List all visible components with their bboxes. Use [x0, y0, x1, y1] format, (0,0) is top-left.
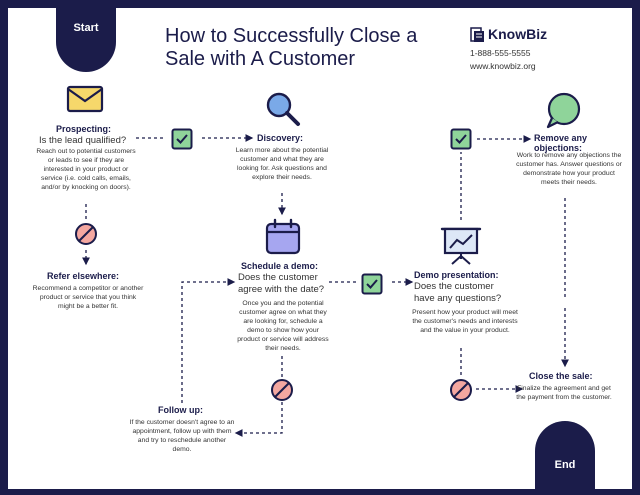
followup-description: If the customer doesn't agree to an appo…	[129, 419, 235, 453]
infographic-page: Start End How to Successfully Close a Sa…	[8, 8, 632, 489]
schedule-description: Once you and the potential customer agre…	[237, 300, 329, 352]
demo-heading: Demo presentation:	[414, 270, 499, 280]
discovery-heading: Discovery:	[257, 133, 304, 143]
document-logo-icon	[470, 27, 484, 42]
end-label: End	[554, 459, 576, 471]
contact-info: 1-888-555-5555 www.knowbiz.org	[470, 47, 536, 73]
speech-bubble-icon	[546, 92, 581, 129]
phone-number: 1-888-555-5555	[470, 48, 531, 58]
presentation-board-icon	[440, 227, 482, 265]
no-icon	[271, 379, 293, 401]
website: www.knowbiz.org	[470, 61, 536, 71]
schedule-question: Does the customer agree with the date?	[238, 272, 325, 295]
demo-description: Present how your product will meet the c…	[412, 309, 518, 334]
envelope-icon	[66, 85, 104, 113]
schedule-heading: Schedule a demo:	[241, 261, 319, 271]
refer-heading: Refer elsewhere:	[47, 271, 120, 281]
no-icon	[75, 223, 97, 245]
followup-heading: Follow up:	[158, 405, 203, 415]
discovery-description: Learn more about the potential customer …	[235, 147, 329, 181]
brand-name: KnowBiz	[488, 26, 548, 42]
calendar-icon	[265, 218, 301, 255]
start-terminal: Start	[56, 8, 116, 72]
demo-question: Does the customer have any questions?	[414, 281, 502, 304]
close-heading: Close the sale:	[529, 371, 593, 381]
check-icon	[171, 128, 193, 150]
objections-description: Work to remove any objections the custom…	[516, 152, 622, 186]
check-icon	[361, 273, 383, 295]
prospecting-description: Reach out to potential customers or lead…	[36, 148, 136, 191]
connector-followup-schedule	[181, 278, 236, 403]
objections-heading: Remove any objections:	[534, 133, 588, 153]
check-icon	[450, 128, 472, 150]
magnifier-icon	[266, 92, 300, 126]
flow-connectors	[82, 134, 569, 437]
close-description: Finalize the agreement and get the payme…	[516, 385, 612, 401]
page-title: How to Successfully Close a Sale with A …	[165, 25, 418, 70]
end-terminal: End	[535, 421, 595, 489]
no-icon	[450, 379, 472, 401]
connector-no-followup	[234, 402, 283, 437]
refer-description: Recommend a competitor or another produc…	[32, 285, 144, 310]
prospecting-question: Is the lead qualified?	[39, 135, 127, 146]
prospecting-heading: Prospecting:	[56, 124, 112, 134]
start-label: Start	[73, 22, 99, 34]
